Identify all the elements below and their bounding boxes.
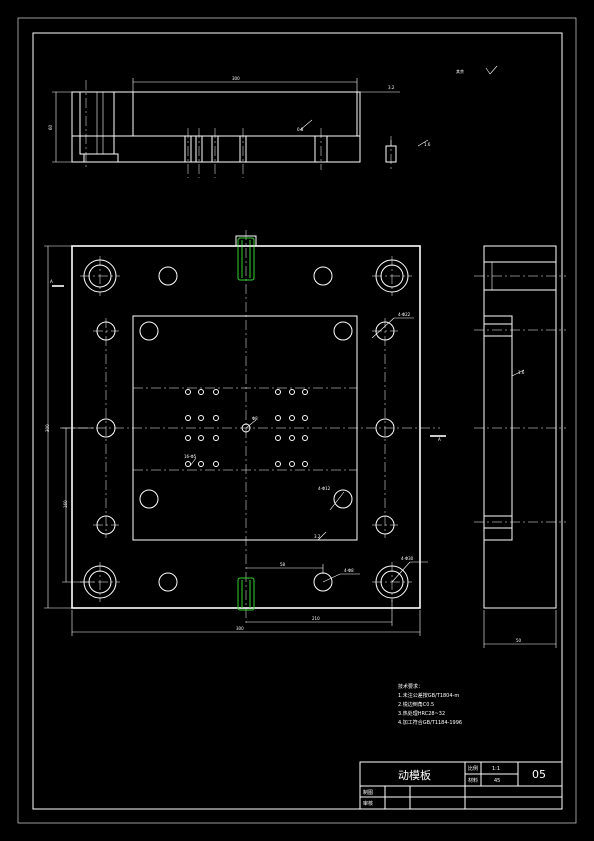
side-view: 50 1.6 (474, 245, 566, 648)
drawing-number: 05 (532, 768, 546, 781)
side-width-dimension: 50 (516, 638, 522, 643)
ejector-hole-group-left (185, 389, 219, 467)
ejector-hole-group-right (275, 389, 308, 467)
svg-text:Φ8: Φ8 (252, 416, 258, 421)
roughness-label-mid: 0.8 (297, 127, 304, 132)
hole (158, 266, 178, 286)
svg-text:1.6: 1.6 (424, 142, 431, 147)
hole-callout-small: 4-Φ12 (318, 486, 331, 491)
sprue-hole (241, 423, 251, 433)
hole (333, 489, 353, 509)
notes-heading: 技术要求： (398, 683, 423, 690)
top-view-cavity (132, 91, 358, 137)
hole-callout-medium: 4-Φ22 (398, 312, 411, 317)
hole (158, 572, 178, 592)
roughness-label-top: 3.2 (388, 85, 395, 90)
plan-pitch-dimension: 58 (280, 562, 286, 567)
top-width-dimension: 300 (232, 76, 240, 81)
section-marker-left: A (50, 279, 64, 287)
plan-view: Φ8 4-Φ22 4-Φ12 4-Φ30 4-Φ8 16-Φ5 3.2 300 (44, 230, 446, 636)
hole (139, 321, 159, 341)
plan-inner-width-dimension: 210 (312, 616, 320, 621)
technical-notes: 技术要求： 1.未注公差按GB/T1804-m 2.锐边倒角C0.5 3.热处理… (398, 683, 462, 726)
section-marker-right: A (430, 435, 446, 442)
hole (96, 418, 116, 438)
hole (139, 489, 159, 509)
hole-callout-large: 4-Φ30 (401, 556, 414, 561)
hole (375, 418, 395, 438)
part-name: 动模板 (398, 768, 431, 782)
plan-inner-height-dimension: 160 (63, 500, 68, 508)
plan-height-dimension: 300 (45, 424, 50, 432)
guide-hole-top-right (372, 256, 412, 296)
runner-slot-top (235, 235, 257, 281)
note-item: 2.锐边倒角C0.5 (398, 701, 434, 708)
runner-slot-bottom (237, 577, 255, 611)
note-item: 3.热处理HRC28~32 (398, 710, 445, 717)
top-view-outline (71, 91, 361, 163)
material-label: 材料 (468, 777, 478, 784)
checked-by-label: 审核 (363, 800, 373, 807)
hole (333, 321, 353, 341)
side-view-outline (483, 245, 557, 609)
note-item: 1.未注公差按GB/T1804-m (398, 692, 459, 699)
svg-text:A: A (50, 279, 53, 284)
plan-outline (71, 245, 421, 609)
guide-hole-top-left (80, 256, 120, 296)
sheet-outer-border (17, 17, 577, 824)
top-section-view: 300 60 3.2 0.8 1.6 其余 (48, 65, 498, 178)
roughness-other-note: 其余 (456, 68, 464, 74)
note-item: 4.加工符合GB/T1184-1996 (398, 719, 462, 726)
plan-width-dimension: 300 (236, 626, 244, 631)
sheet-inner-border (32, 32, 563, 810)
title-block: 动模板 比例 1:1 材料 45 05 制图 审核 (359, 761, 563, 810)
svg-text:1.6: 1.6 (518, 370, 525, 375)
hole (313, 266, 333, 286)
hole-callout-tiny: 4-Φ8 (344, 568, 354, 573)
material-value: 45 (494, 778, 500, 784)
hole-group-callout: 16-Φ5 (184, 454, 197, 459)
left-height-dimension: 60 (48, 124, 53, 130)
scale-value: 1:1 (492, 766, 500, 772)
drawn-by-label: 制图 (363, 789, 373, 796)
scale-label: 比例 (468, 765, 478, 772)
svg-text:3.2: 3.2 (314, 534, 321, 539)
svg-text:A: A (438, 437, 441, 442)
